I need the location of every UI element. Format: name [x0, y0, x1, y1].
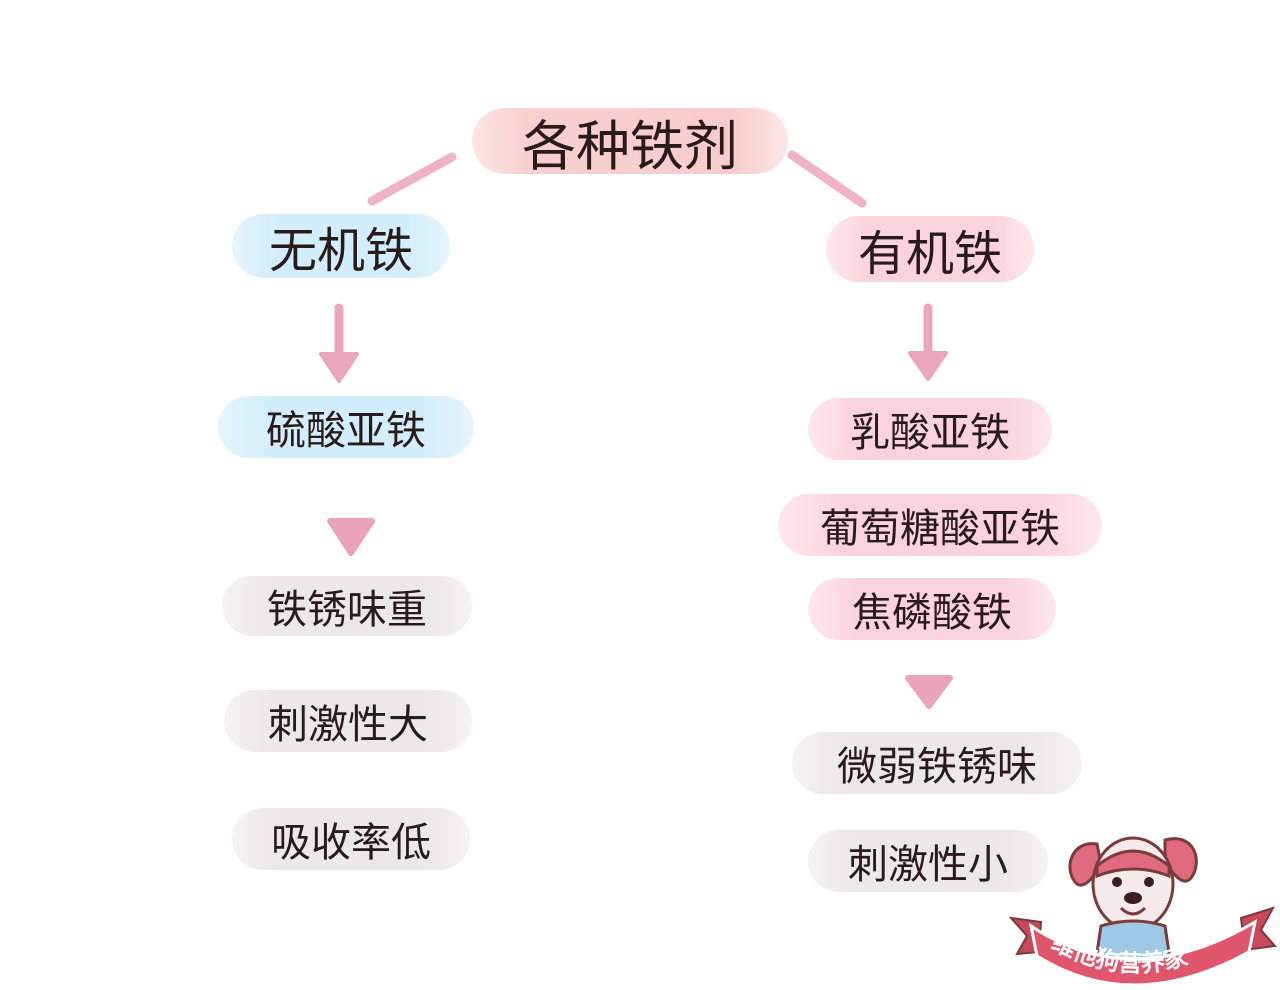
trait-label: 吸收率低 — [271, 820, 431, 866]
trait-label: 刺激性大 — [268, 702, 428, 748]
example-right-3: 焦磷酸铁 — [808, 578, 1056, 640]
connector-left — [367, 152, 457, 206]
ribbon-banner — [1028, 919, 1258, 987]
mascot-logo: 维他狗营养家 — [1008, 836, 1277, 987]
category-inorganic-label: 无机铁 — [268, 223, 413, 279]
arrow-down-left — [319, 303, 359, 383]
trait-left-1: 铁锈味重 — [222, 576, 472, 636]
trait-label: 微弱铁锈味 — [837, 744, 1037, 790]
title-node: 各种铁剂 — [472, 108, 788, 178]
example-right-1: 乳酸亚铁 — [808, 398, 1052, 460]
example-label: 葡萄糖酸亚铁 — [820, 506, 1060, 552]
trait-left-2: 刺激性大 — [224, 690, 472, 752]
category-organic: 有机铁 — [826, 216, 1034, 282]
triangle-left-icon — [327, 518, 375, 556]
example-label: 焦磷酸铁 — [852, 590, 1012, 636]
category-inorganic: 无机铁 — [232, 214, 450, 279]
category-organic-label: 有机铁 — [857, 226, 1002, 282]
title-text: 各种铁剂 — [522, 114, 738, 178]
example-right-2: 葡萄糖酸亚铁 — [778, 494, 1102, 556]
trait-right-1: 微弱铁锈味 — [792, 732, 1082, 794]
trait-label: 刺激性小 — [848, 842, 1008, 888]
trait-label: 铁锈味重 — [267, 587, 427, 633]
connector-right — [787, 150, 867, 208]
arrow-down-right — [908, 303, 948, 381]
triangle-right-icon — [905, 675, 953, 709]
trait-left-3: 吸收率低 — [232, 808, 470, 870]
trait-right-2: 刺激性小 — [808, 830, 1048, 892]
example-label: 硫酸亚铁 — [266, 408, 426, 454]
example-label: 乳酸亚铁 — [850, 410, 1010, 456]
example-ferrous-sulfate: 硫酸亚铁 — [218, 396, 474, 458]
